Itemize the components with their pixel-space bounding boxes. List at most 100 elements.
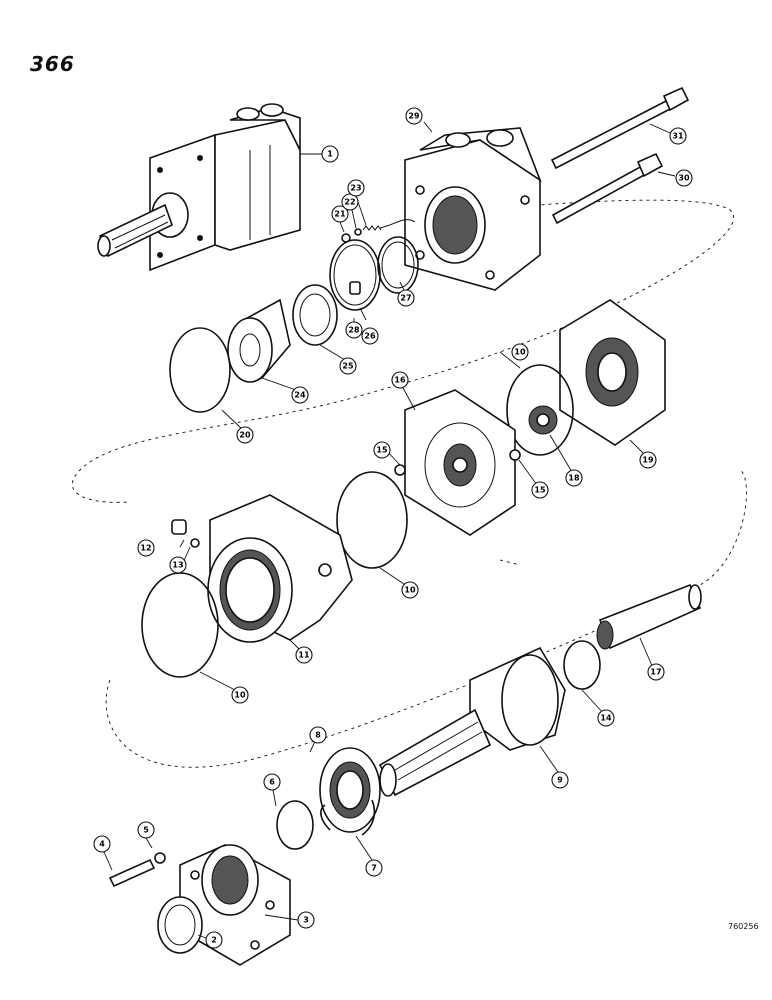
assembly-line-shaft — [499, 559, 521, 566]
svg-text:14: 14 — [600, 714, 612, 723]
valve-housing — [404, 127, 542, 291]
callout-1: 1 — [321, 145, 339, 163]
gear-set-18 — [528, 405, 558, 435]
callout-19: 19 — [639, 451, 657, 469]
svg-text:1: 1 — [327, 150, 333, 159]
o-ring-10-lower — [141, 572, 219, 678]
mounting-flange-3 — [179, 844, 291, 966]
plate-26 — [329, 239, 381, 311]
callout-31: 31 — [669, 127, 687, 145]
callout-10-middle: 10 — [401, 581, 419, 599]
svg-text:9: 9 — [557, 776, 563, 785]
svg-text:27: 27 — [400, 294, 411, 303]
long-bolt — [550, 86, 690, 170]
callout-15-left: 15 — [373, 441, 391, 459]
svg-text:23: 23 — [350, 184, 361, 193]
callout-17: 17 — [647, 663, 665, 681]
assembly-line-upper — [71, 199, 735, 503]
callout-30: 30 — [675, 169, 693, 187]
shaft-seal-8 — [319, 747, 381, 833]
callout-4: 4 — [93, 835, 111, 853]
svg-text:15: 15 — [376, 446, 388, 455]
callout-21: 21 — [331, 205, 349, 223]
svg-text:17: 17 — [650, 668, 661, 677]
svg-text:13: 13 — [172, 561, 183, 570]
callout-25: 25 — [339, 357, 357, 375]
callout-23: 23 — [347, 179, 365, 197]
o-ring-10-middle — [336, 471, 408, 569]
callout-10-upper: 10 — [511, 343, 529, 361]
retaining-ring-7 — [320, 799, 376, 836]
o-ring-14 — [563, 640, 601, 690]
svg-text:24: 24 — [294, 391, 306, 400]
ball-seat — [354, 228, 362, 236]
o-ring-10-upper — [506, 364, 574, 456]
callout-13: 13 — [169, 556, 187, 574]
gerotor-housing-11 — [207, 494, 353, 643]
callout-28: 28 — [345, 321, 363, 339]
seal-washer-15-right — [509, 449, 521, 461]
washer-13 — [190, 538, 200, 548]
callout-2: 2 — [205, 931, 223, 949]
callout-15-right: 15 — [531, 481, 549, 499]
output-shaft-9 — [378, 646, 566, 797]
callout-20: 20 — [236, 426, 254, 444]
svg-text:11: 11 — [298, 651, 310, 660]
callout-27: 27 — [397, 289, 415, 307]
callout-5: 5 — [137, 821, 155, 839]
end-plate-19 — [559, 299, 666, 446]
svg-text:22: 22 — [344, 198, 355, 207]
callout-18: 18 — [565, 469, 583, 487]
svg-text:4: 4 — [99, 840, 105, 849]
pin-28 — [349, 281, 361, 295]
cap-screw-4 — [108, 858, 156, 888]
svg-text:30: 30 — [678, 174, 690, 183]
callout-10-lower: 10 — [231, 686, 249, 704]
svg-text:21: 21 — [334, 210, 346, 219]
svg-text:26: 26 — [364, 332, 376, 341]
page-number: 366 — [30, 52, 75, 76]
lock-washer-5 — [154, 852, 166, 864]
svg-text:18: 18 — [568, 474, 580, 483]
svg-text:31: 31 — [672, 132, 684, 141]
valve-24 — [227, 298, 291, 383]
plug-12 — [171, 519, 187, 535]
o-ring-27 — [377, 236, 419, 294]
svg-text:15: 15 — [534, 486, 546, 495]
svg-text:20: 20 — [239, 431, 251, 440]
callout-29: 29 — [405, 107, 423, 125]
short-bolt — [551, 152, 664, 225]
callout-6: 6 — [263, 773, 281, 791]
callout-9: 9 — [551, 771, 569, 789]
svg-text:16: 16 — [394, 376, 406, 385]
svg-text:10: 10 — [514, 348, 526, 357]
svg-text:5: 5 — [143, 826, 149, 835]
assembly-line-lower — [105, 469, 747, 768]
callout-8: 8 — [309, 726, 327, 744]
svg-text:2: 2 — [211, 936, 217, 945]
callout-16: 16 — [391, 371, 409, 389]
svg-text:10: 10 — [234, 691, 246, 700]
leader-lines — [103, 121, 676, 939]
drive-shaft-17 — [596, 583, 702, 650]
check-spring — [362, 225, 382, 231]
svg-text:6: 6 — [269, 778, 275, 787]
svg-text:29: 29 — [408, 112, 420, 121]
figure-code: 760256 — [728, 922, 759, 931]
o-ring-6 — [276, 800, 314, 850]
o-ring-20 — [169, 327, 231, 413]
callout-11: 11 — [295, 646, 313, 664]
svg-text:19: 19 — [642, 456, 654, 465]
svg-text:12: 12 — [140, 544, 151, 553]
seal-washer-15-left — [394, 464, 406, 476]
manifold-plate-16 — [404, 389, 516, 536]
svg-text:10: 10 — [404, 586, 416, 595]
svg-text:7: 7 — [371, 864, 377, 873]
callout-26: 26 — [361, 327, 379, 345]
svg-text:3: 3 — [303, 916, 309, 925]
svg-text:28: 28 — [348, 326, 360, 335]
callout-12: 12 — [137, 539, 155, 557]
motor-assembly — [97, 103, 301, 272]
callout-24: 24 — [291, 386, 309, 404]
